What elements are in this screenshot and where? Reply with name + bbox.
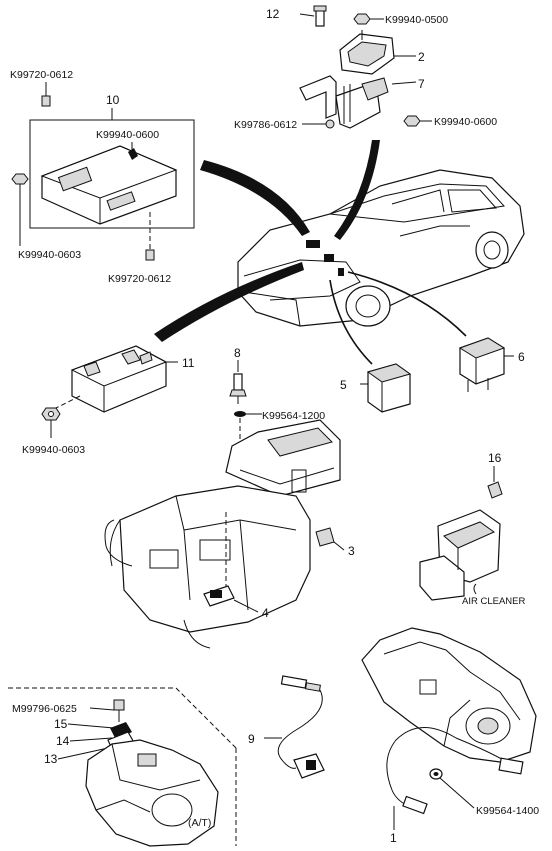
callout-6: 6 — [518, 350, 525, 364]
callout-1: 1 — [390, 831, 397, 845]
nut-k99940-0600-right — [403, 115, 432, 127]
callout-4: 4 — [262, 606, 269, 620]
label-k99564-1200: K99564-1200 — [262, 410, 325, 422]
bolt-k99786-0612 — [302, 119, 335, 129]
part-16-sensor — [487, 481, 503, 499]
callout-7: 7 — [418, 77, 425, 91]
engine-block — [104, 485, 311, 649]
callout-8: 8 — [234, 346, 241, 360]
label-k99786-0612: K99786-0612 — [234, 119, 297, 131]
ecu-unit — [40, 142, 178, 225]
callout-5: 5 — [340, 378, 347, 392]
part-11-relay-box — [55, 345, 178, 413]
label-k99940-0603-left: K99940-0603 — [18, 249, 81, 261]
part-9-oxygen-sensor — [264, 675, 325, 779]
nut-k99940-0603-box — [41, 407, 61, 438]
ecu-detail-frame — [29, 119, 195, 229]
label-k99940-0500: K99940-0500 — [385, 14, 448, 26]
part-3-sensor — [315, 527, 345, 551]
callout-2: 2 — [418, 50, 425, 64]
callout-15: 15 — [54, 717, 68, 731]
label-k99564-1400: K99564-1400 — [476, 805, 539, 817]
part-6-relay — [458, 337, 514, 392]
bolt-k99720-0612-top — [41, 82, 51, 107]
automatic-transmission — [85, 739, 219, 847]
callout-11: 11 — [182, 356, 195, 370]
air-cleaner-assembly — [419, 509, 501, 601]
leader-swooshes — [154, 140, 380, 342]
callout-13: 13 — [44, 752, 58, 766]
part-5-relay — [360, 363, 412, 413]
part-4-sensor — [203, 585, 259, 613]
callout-10: 10 — [106, 93, 120, 107]
transmission-right — [361, 627, 537, 763]
label-k99940-0603-box: K99940-0603 — [22, 444, 85, 456]
callout-9: 9 — [248, 732, 255, 746]
callout-16: 16 — [488, 451, 502, 465]
label-m99796-0625: M99796-0625 — [12, 703, 77, 715]
part-1-speed-sensor — [386, 727, 524, 830]
label-air-cleaner: AIR CLEANER — [462, 596, 525, 607]
washer-k99564-1400 — [429, 768, 475, 809]
label-at: (A/T) — [188, 817, 211, 829]
vehicle-illustration — [237, 169, 525, 327]
bolt-k99720-0612-bottom — [145, 212, 155, 261]
callout-12: 12 — [266, 7, 280, 21]
callout-14: 14 — [56, 734, 70, 748]
label-k99720-0612-bottom: K99720-0612 — [108, 273, 171, 285]
label-k99720-0612-top: K99720-0612 — [10, 69, 73, 81]
label-k99940-0600-ecu: K99940-0600 — [96, 129, 159, 141]
part-2-sensor-body — [339, 30, 416, 75]
bolt-m99796-0625 — [113, 699, 125, 722]
callout-3: 3 — [348, 544, 355, 558]
label-k99940-0600-right: K99940-0600 — [434, 116, 497, 128]
intake-manifold — [225, 419, 341, 497]
nut-k99940-0603-left — [11, 173, 29, 246]
sensor-bracket-assembly — [299, 5, 432, 129]
at-inset-frame — [8, 687, 237, 846]
part-8-sensor — [229, 373, 247, 404]
part-12-sensor — [299, 5, 327, 27]
nut-k99940-0500 — [353, 13, 384, 25]
part-7-bracket — [299, 75, 417, 129]
